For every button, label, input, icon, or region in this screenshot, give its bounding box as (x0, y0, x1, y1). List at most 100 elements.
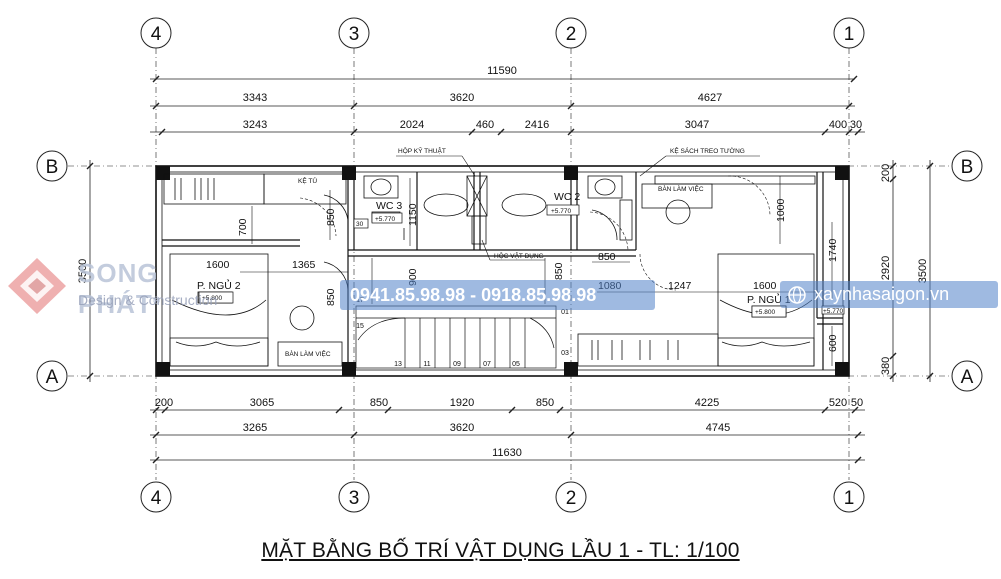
label-ban-lam-viec-right: BÀN LÀM VIỆC (658, 184, 704, 193)
label-wc3-level: +5.770 (375, 216, 395, 223)
shaft-fixtures (423, 175, 547, 245)
dim-right-b: 2920 (880, 256, 892, 280)
dim-bottom-row1-c: 850 (370, 397, 388, 409)
axis-top-4: 4 (151, 24, 162, 45)
label-bed2-name: P. NGỦ 2 (197, 279, 241, 292)
dim-bottom-row1-d: 1920 (450, 397, 474, 409)
label-door-30: 30 (356, 221, 364, 228)
dim-bottom-row1-g: 520 (829, 397, 847, 409)
dim-bottom-row1-e: 850 (536, 397, 554, 409)
wardrobe-right (577, 333, 719, 367)
dim-bottom-row1-a: 200 (155, 397, 173, 409)
axis-top-3: 3 (349, 24, 360, 45)
dim-right-c: 380 (880, 357, 892, 375)
dim-top-row3-b: 2024 (400, 119, 424, 131)
song-phat-logo-mark-icon (8, 258, 66, 314)
dim-bottom-row1-h: 50 (851, 397, 863, 409)
label-bed1-level: +5.800 (755, 309, 775, 316)
level-boxes (198, 204, 845, 318)
axis-bubbles-top (36, 17, 983, 513)
desk-left (277, 305, 343, 367)
dim-top-row3-e: 3047 (685, 119, 709, 131)
axis-left-a: A (46, 367, 59, 388)
watermark-phones: 0941.85.98.98 - 0918.85.98.98 (340, 280, 655, 310)
dim-bottom-row1-b: 3065 (250, 397, 274, 409)
idim-1247: 1247 (668, 280, 692, 292)
structural-columns (156, 166, 849, 376)
dim-top-row2-b: 3620 (450, 92, 474, 104)
desk-right (641, 175, 816, 225)
dim-bottom-row2-c: 4745 (706, 422, 730, 434)
watermark-site-text: xaynhasaigon.vn (814, 284, 950, 304)
door-arcs (299, 175, 771, 291)
logo-tagline: Design & Construction (78, 292, 218, 308)
stair-05: 05 (512, 361, 520, 368)
label-ke-sach: KỆ SÁCH TREO TƯỜNG (670, 146, 745, 155)
axis-bottom-4: 4 (151, 488, 162, 509)
axis-right-a: A (961, 367, 974, 388)
label-bed1-name: P. NGỦ 1 (747, 293, 791, 306)
dim-bottom-row1-f: 4225 (695, 397, 719, 409)
dim-top-row3-c: 460 (476, 119, 494, 131)
axis-bottom-3: 3 (349, 488, 360, 509)
watermark-site: xaynhasaigon.vn (780, 281, 998, 308)
idim-1000: 1000 (775, 198, 787, 222)
dim-top-row2-a: 3343 (243, 92, 267, 104)
dim-top-overall: 11590 (487, 65, 517, 77)
stair-03: 03 (561, 350, 569, 357)
label-wc3: WC 3 (376, 200, 402, 212)
label-bed2-level: +5.800 (202, 295, 222, 302)
globe-icon (788, 286, 806, 304)
dimension-lines (86, 75, 934, 464)
drawing-title: MẶT BẰNG BỐ TRÍ VẬT DỤNG LẦU 1 - TL: 1/1… (261, 539, 740, 562)
song-phat-logo: SONG PHÁT® Design & Construction (6, 256, 236, 319)
stair (355, 305, 557, 369)
room-labels: KỆ TỦ HỘP KỸ THUẬT KỆ SÁCH TREO TƯỜNG HỘ… (197, 146, 843, 358)
dim-left-overall: 3500 (77, 259, 89, 283)
label-ke-tu: KỆ TỦ (298, 176, 317, 185)
dim-right-a: 200 (880, 164, 892, 182)
axis-top-2: 2 (566, 24, 577, 45)
idim-1740: 1740 (827, 238, 839, 262)
idim-850-a: 850 (325, 208, 337, 226)
dim-bottom-row2-b: 3620 (450, 422, 474, 434)
interior-dim-texts: 700 1365 850 1150 900 850 850 1080 1247 … (206, 198, 839, 352)
label-right-level: +5.770 (823, 308, 843, 315)
stair-13: 13 (394, 361, 402, 368)
label-wc2-level: +5.770 (551, 208, 571, 215)
idim-1600-right: 1600 (753, 280, 777, 292)
axis-labels: 4 3 2 1 4 3 2 1 B A B A (46, 24, 974, 509)
wc3-fixtures (323, 175, 405, 291)
axis-top-1: 1 (844, 24, 855, 45)
idim-1365: 1365 (292, 259, 316, 271)
stair-11: 11 (423, 361, 430, 368)
dim-top-row3-a: 3243 (243, 119, 267, 131)
stair-01: 01 (561, 309, 569, 316)
dim-top-row3-f: 400 (829, 119, 847, 131)
label-ban-lam-viec-left: BÀN LÀM VIỆC (285, 349, 331, 358)
idim-600: 600 (827, 334, 839, 352)
interior-dim-lines (240, 176, 833, 366)
axis-left-b: B (46, 157, 59, 178)
logo-name: SONG PHÁT® (78, 258, 162, 319)
wardrobe-left (163, 173, 347, 205)
dim-top-row2-c: 4627 (698, 92, 722, 104)
walls (155, 165, 850, 377)
idim-700: 700 (237, 218, 249, 236)
stair-15: 15 (356, 323, 364, 330)
idim-1600-left: 1600 (206, 259, 230, 271)
stair-07: 07 (483, 361, 491, 368)
dim-top-row3-d: 2416 (525, 119, 549, 131)
label-hop-ky-thuat: HỘP KỸ THUẬT (398, 146, 446, 155)
wc2-fixtures (587, 175, 633, 241)
stair-09: 09 (453, 361, 461, 368)
axis-right-b: B (961, 157, 974, 178)
dim-bottom-row2-a: 3265 (243, 422, 267, 434)
leader-lines (396, 155, 760, 261)
label-wc2: WC 2 (554, 191, 580, 203)
dim-bottom-overall: 11630 (492, 447, 522, 459)
idim-850-b: 850 (553, 262, 565, 280)
dimension-texts: 11590 3343 3620 4627 3243 2024 460 2416 … (77, 65, 929, 459)
idim-850-c: 850 (325, 288, 337, 306)
idim-1150: 1150 (407, 203, 419, 226)
